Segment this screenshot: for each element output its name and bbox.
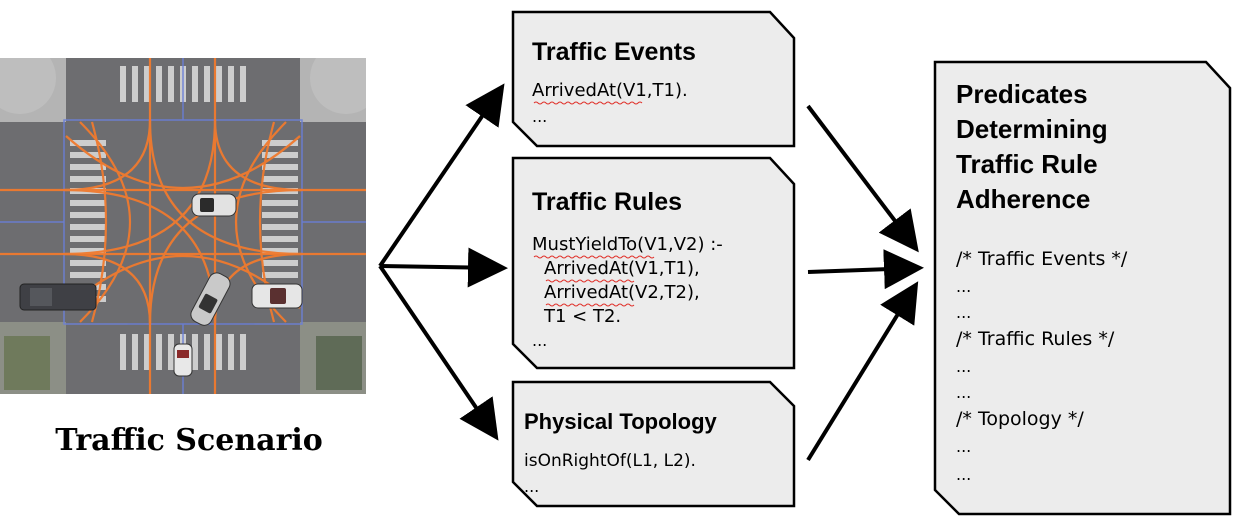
rules-line: T1 < T2. — [543, 306, 621, 327]
traffic-rules-card: Traffic Rules MustYieldTo(V1,V2) :- Arri… — [511, 156, 796, 370]
arrow-events-to-predicates — [806, 104, 919, 253]
arrow-topology-to-predicates — [806, 281, 919, 462]
predicates-title-line: Predicates — [956, 79, 1088, 109]
predicates-title-line: Determining — [956, 114, 1108, 144]
rules-line: ArrivedAt(V1,T1), — [544, 258, 700, 279]
predicates-line: /* Traffic Events */ — [956, 248, 1128, 270]
rules-line: MustYieldTo(V1,V2) :- — [532, 234, 723, 255]
arrow-to-rules — [379, 247, 508, 288]
vehicle-east — [251, 283, 303, 309]
rules-card-title: Traffic Rules — [532, 188, 682, 216]
predicates-title-line: Adherence — [956, 184, 1090, 214]
events-line: ArrivedAt(V1,T1). — [532, 80, 688, 101]
topology-line: ... — [524, 477, 539, 496]
events-card-title: Traffic Events — [532, 38, 696, 66]
traffic-scenario-image — [0, 58, 366, 394]
predicates-line: ... — [956, 383, 971, 402]
topology-line: isOnRightOf(L1, L2). — [524, 451, 696, 471]
predicates-line: ... — [956, 437, 971, 456]
predicates-line: ... — [956, 465, 971, 484]
fan-out-arrows — [378, 83, 508, 441]
predicates-line: ... — [956, 303, 971, 322]
vehicle-west-truck — [19, 283, 97, 311]
scenario-caption: Traffic Scenario — [55, 423, 323, 458]
arrow-rules-to-predicates — [807, 249, 924, 290]
predicates-line: ... — [956, 277, 971, 296]
topology-card-title: Physical Topology — [524, 409, 718, 434]
vehicle-center — [190, 272, 231, 326]
predicates-title-line: Traffic Rule — [956, 149, 1098, 179]
arrow-to-topology — [378, 264, 499, 441]
predicates-card: Predicates Determining Traffic Rule Adhe… — [933, 60, 1232, 516]
vehicle-south — [173, 343, 193, 377]
physical-topology-card: Physical Topology isOnRightOf(L1, L2). .… — [511, 380, 796, 508]
predicates-line: ... — [956, 357, 971, 376]
events-line: ... — [532, 107, 547, 126]
predicates-line: /* Traffic Rules */ — [956, 328, 1115, 350]
arrow-to-events — [378, 83, 505, 268]
vehicle-north — [191, 193, 237, 217]
fan-in-arrows — [806, 104, 924, 462]
traffic-events-card: Traffic Events ArrivedAt(V1,T1). ... — [511, 10, 796, 148]
rules-line: ArrivedAt(V2,T2), — [544, 282, 700, 303]
predicates-line: /* Topology */ — [956, 408, 1084, 430]
rules-line: ... — [532, 331, 547, 350]
